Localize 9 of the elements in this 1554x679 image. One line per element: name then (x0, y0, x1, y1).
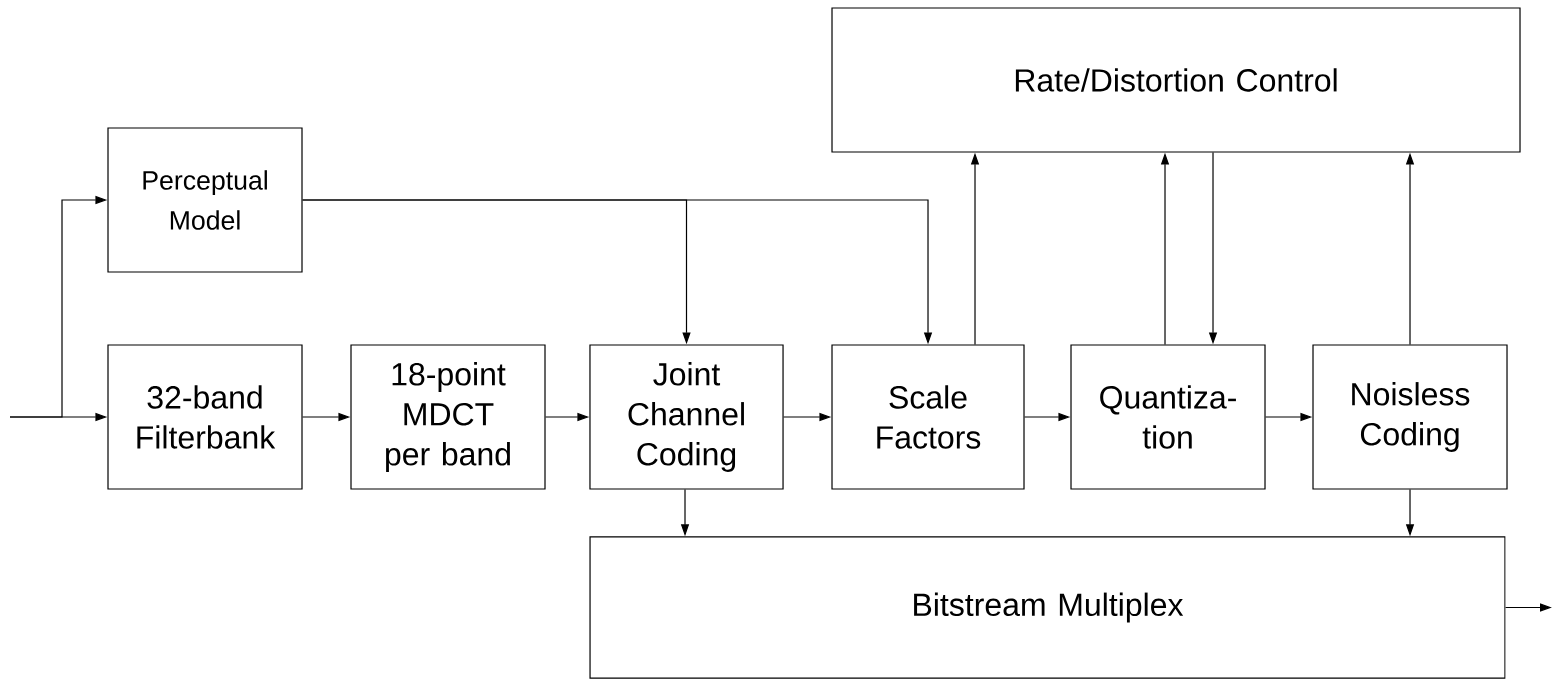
process-box: Scale Factors (831, 344, 1025, 490)
process-box: Quantiza- tion (1070, 344, 1266, 490)
process-box: Joint Channel Coding (589, 344, 784, 490)
process-box: Noisless Coding (1312, 344, 1508, 490)
process-box: 18-point MDCT per band (350, 344, 546, 490)
multiplex-box: Bitstream Multiplex (589, 536, 1506, 679)
process-box: 32-band Filterbank (107, 344, 303, 490)
model-box: Perceptual Model (107, 127, 303, 273)
control-box: Rate/Distortion Control (831, 7, 1521, 153)
